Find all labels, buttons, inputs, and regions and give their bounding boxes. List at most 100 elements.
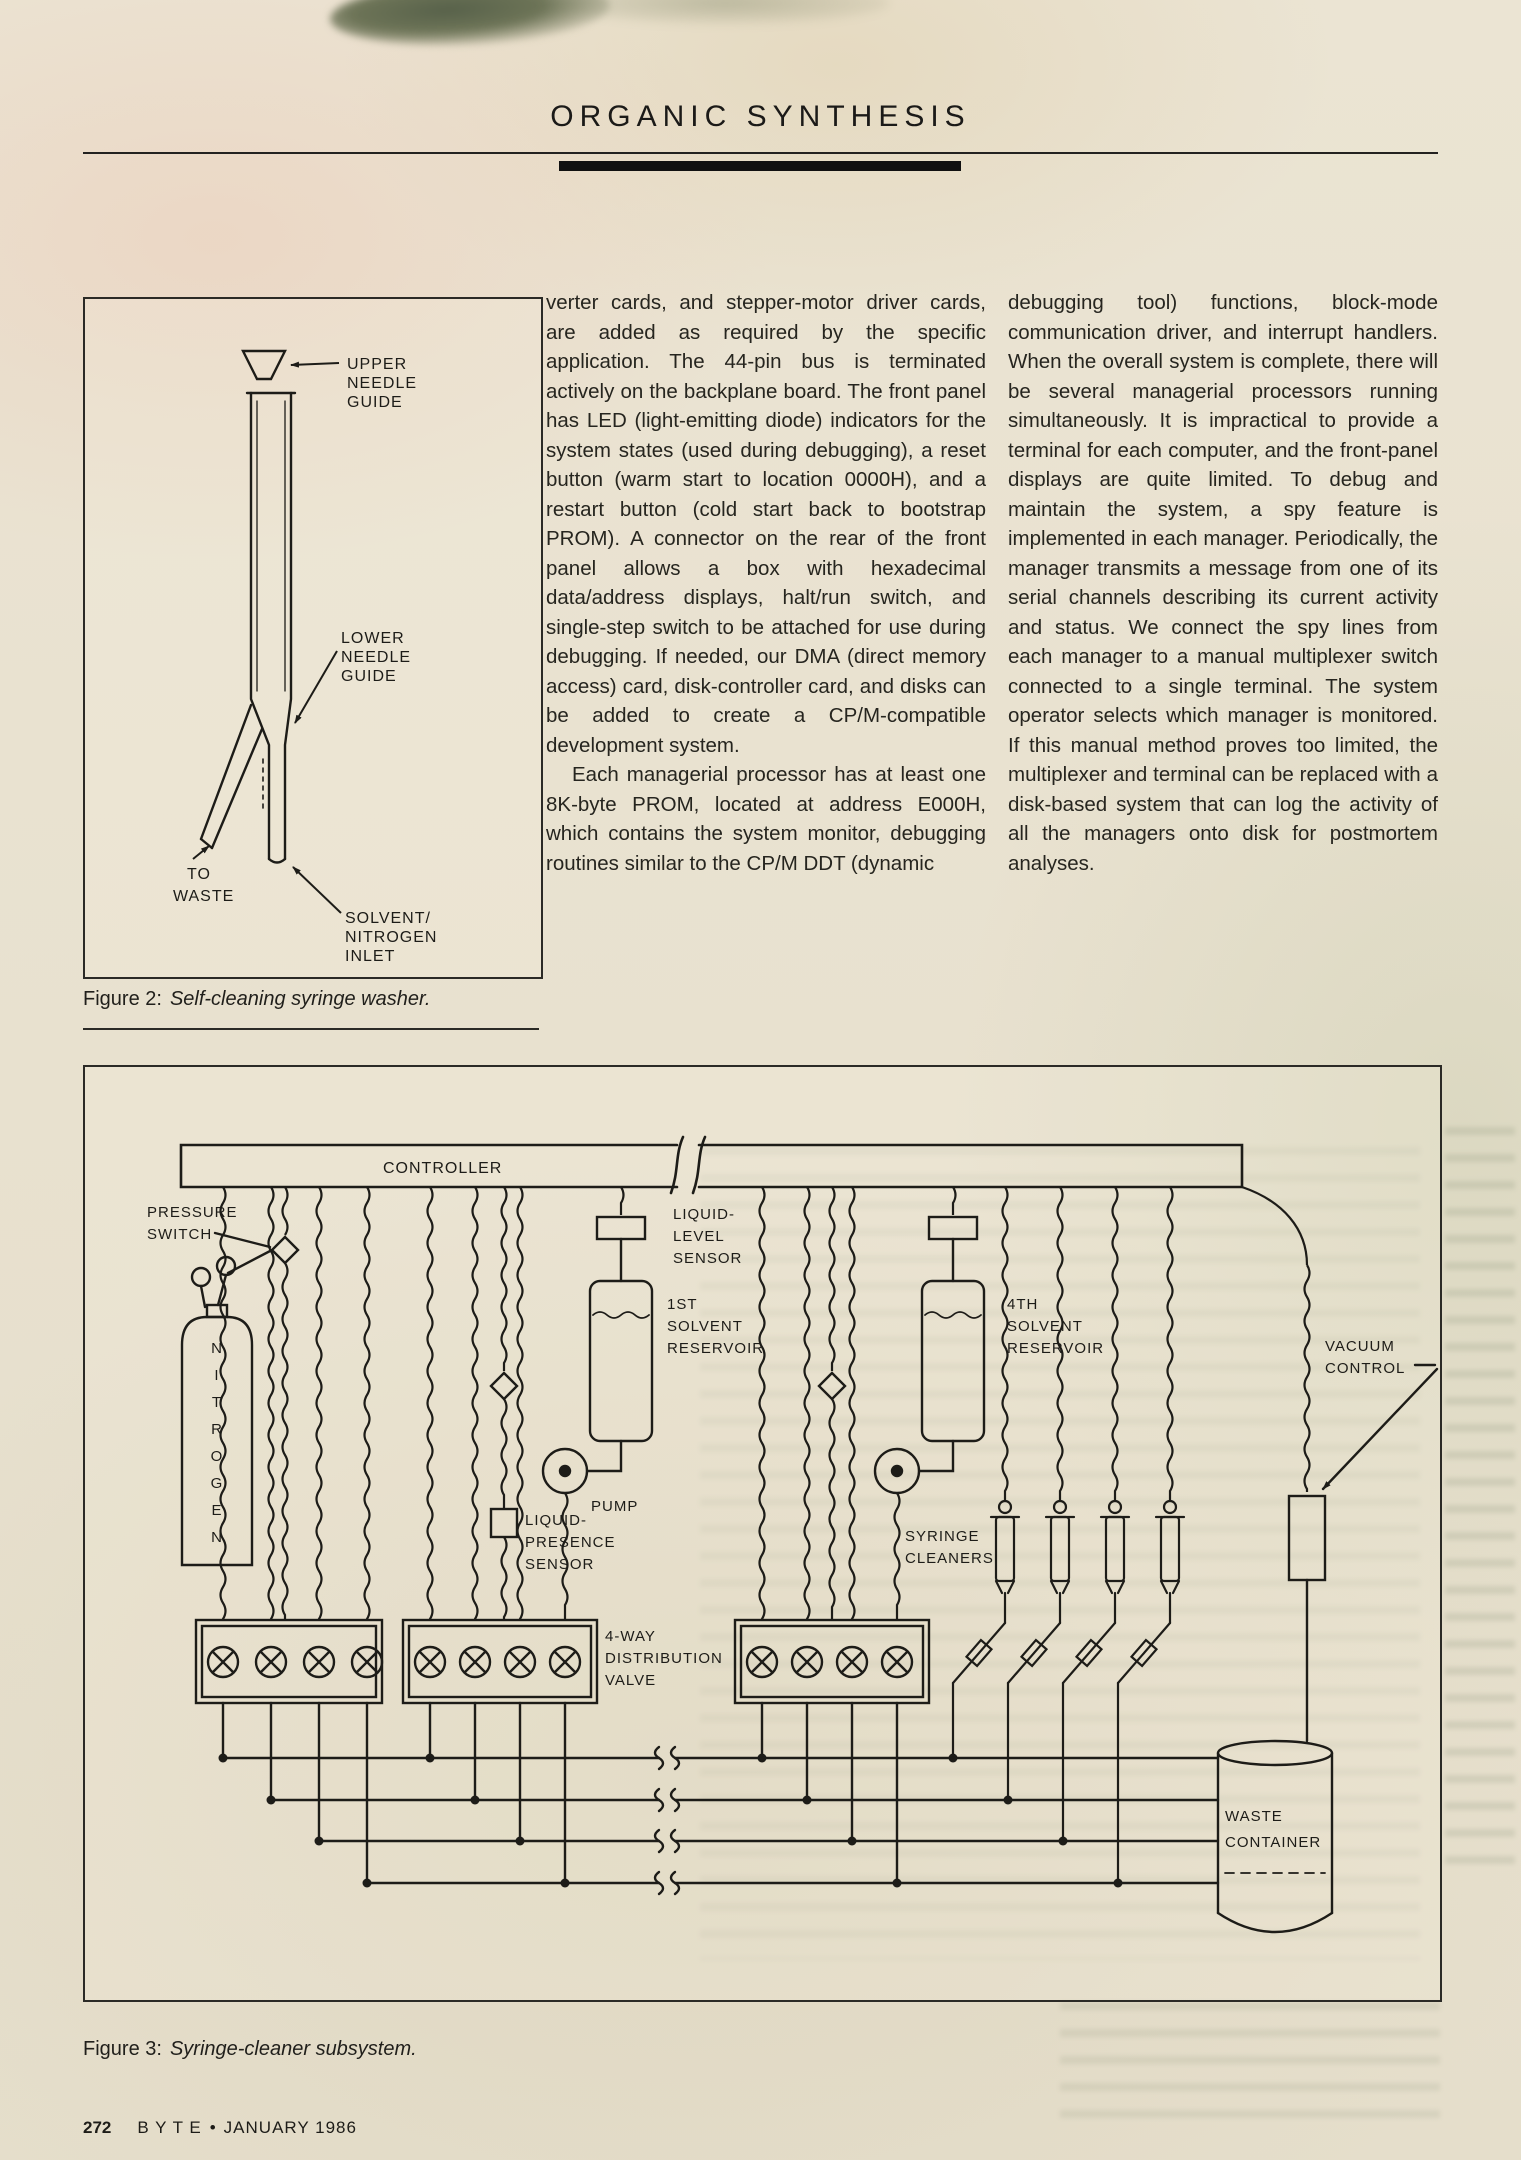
fourth-solvent-reservoir [920,1279,986,1443]
svg-text:RESERVOIR: RESERVOIR [667,1340,764,1357]
bleedthrough-texture [1060,1995,1440,2125]
svg-text:I: I [214,1367,219,1384]
svg-text:VALVE: VALVE [605,1672,656,1689]
figure3-labels: CONTROLLER PRESSURE SWITCH N I T R O G E… [147,1160,1405,1851]
label-liquid-presence-sensor: LIQUID- [525,1512,587,1529]
svg-text:SOLVENT: SOLVENT [1007,1318,1083,1335]
svg-text:SOLVENT: SOLVENT [667,1318,743,1335]
svg-text:N: N [211,1529,223,1546]
svg-text:NEEDLE: NEEDLE [347,375,417,392]
solvent-valve-symbol [489,1371,519,1401]
article-column-1: verter cards, and stepper-motor driver c… [546,288,986,878]
regulator-gauge [190,1266,212,1288]
paragraph: verter cards, and stepper-motor driver c… [546,291,986,757]
pump-symbol [541,1447,589,1495]
footer-separator: • [209,2118,216,2137]
svg-text:N: N [211,1340,223,1357]
header-rule [83,152,1438,154]
ink-stain [328,0,612,52]
nitrogen-cylinder [180,1315,254,1567]
figure2-leader-lines [192,361,342,914]
process-components [489,1215,986,1539]
label-waste-container: WASTE [1225,1808,1283,1825]
svg-text:RESERVOIR: RESERVOIR [1007,1340,1104,1357]
solvent-piping [221,1701,1220,1896]
label-pressure-switch: PRESSURE [147,1204,238,1221]
svg-text:CONTAINER: CONTAINER [1225,1834,1321,1851]
controller-box [179,1135,1244,1195]
figure2-drawing: UPPER NEEDLE GUIDE LOWER NEEDLE GUIDE TO… [173,349,437,965]
figure2-syringe-washer: UPPER NEEDLE GUIDE LOWER NEEDLE GUIDE TO… [83,297,543,979]
svg-text:T: T [212,1394,222,1411]
control-wires [219,1185,1311,1620]
svg-text:NEEDLE: NEEDLE [341,649,411,666]
svg-text:INLET: INLET [345,948,395,965]
svg-text:SENSOR: SENSOR [525,1556,594,1573]
distribution-valve-groups [194,1618,931,1705]
svg-text:NITROGEN: NITROGEN [345,929,437,946]
magazine-name: B Y T E [137,2118,202,2137]
solvent-valve-symbol [817,1371,847,1401]
waste-container [1216,1739,1334,1767]
page-footer: 272 B Y T E • JANUARY 1986 [83,2118,357,2138]
page-number: 272 [83,2118,112,2137]
label-fourth-reservoir: 4TH [1007,1296,1038,1313]
vacuum-wire-curve [1241,1185,1309,1266]
page-title: ORGANIC SYNTHESIS [550,100,971,133]
figure3-drawing: CONTROLLER PRESSURE SWITCH N I T R O G E… [147,1135,1439,1934]
label-pump: PUMP [591,1498,638,1515]
svg-text:LEVEL: LEVEL [673,1228,725,1245]
fourth-reservoir-sensor-box [927,1215,979,1241]
junction-dots [218,1753,1123,1888]
liquid-presence-sensor-box [489,1507,519,1539]
nitrogen-assembly [180,1231,300,1567]
label-vacuum-control: VACUUM [1325,1338,1395,1355]
label-nitrogen: N I T R O G E N [211,1340,224,1546]
label-first-reservoir: 1ST [667,1296,698,1313]
svg-text:PRESENCE: PRESENCE [525,1534,616,1551]
svg-text:WASTE: WASTE [173,888,234,905]
figure3-caption-text: Syringe-cleaner subsystem. [169,2038,417,2060]
article-column-2: debugging tool) functions, block-mode co… [1008,288,1438,878]
figure2-caption-label: Figure 2: [83,988,162,1010]
label-controller: CONTROLLER [383,1160,502,1177]
upper-funnel [241,349,287,381]
paragraph: Each managerial processor has at least o… [546,763,986,875]
label-to-waste: TO [187,866,211,883]
svg-text:CONTROL: CONTROL [1325,1360,1405,1377]
svg-text:SWITCH: SWITCH [147,1226,212,1243]
vacuum-and-waste [1216,1363,1439,1934]
syringe-cleaners-group [951,1499,1186,1885]
figure2-caption-rule [83,1028,539,1030]
label-lower-needle-guide: LOWER [341,630,405,647]
bleedthrough-texture [1445,1120,1515,1880]
svg-text:G: G [211,1475,224,1492]
svg-text:E: E [211,1502,222,1519]
svg-text:DISTRIBUTION: DISTRIBUTION [605,1650,723,1667]
header-accent-bar [559,161,961,171]
figure3-caption: Figure 3: Syringe-cleaner subsystem. [83,2038,983,2061]
first-solvent-reservoir [588,1279,654,1443]
figure2-caption: Figure 2: Self-cleaning syringe washer. [83,988,539,1011]
svg-text:GUIDE: GUIDE [347,394,403,411]
liquid-level-sensor-box [595,1215,647,1241]
pump-symbol [873,1447,921,1495]
svg-text:GUIDE: GUIDE [341,668,397,685]
label-solvent-nitrogen-inlet: SOLVENT/ [345,910,431,927]
svg-text:SENSOR: SENSOR [673,1250,742,1267]
vacuum-control-box [1287,1494,1327,1582]
figure2-caption-text: Self-cleaning syringe washer. [169,988,431,1010]
figure3-caption-label: Figure 3: [83,2038,162,2060]
label-liquid-level-sensor: LIQUID- [673,1206,735,1223]
issue-date: JANUARY 1986 [223,2118,357,2137]
svg-text:CLEANERS: CLEANERS [905,1550,994,1567]
figure3-syringe-cleaner-subsystem: CONTROLLER PRESSURE SWITCH N I T R O G E… [83,1065,1442,2002]
ink-stain [560,0,890,24]
label-four-way-valve: 4-WAY [605,1628,656,1645]
syringe-washer-glassware [199,349,297,864]
label-syringe-cleaners: SYRINGE [905,1528,980,1545]
paragraph: debugging tool) functions, block-mode co… [1008,291,1438,875]
pressure-switch-symbol [270,1235,300,1265]
figure2-labels: UPPER NEEDLE GUIDE LOWER NEEDLE GUIDE TO… [173,356,437,965]
